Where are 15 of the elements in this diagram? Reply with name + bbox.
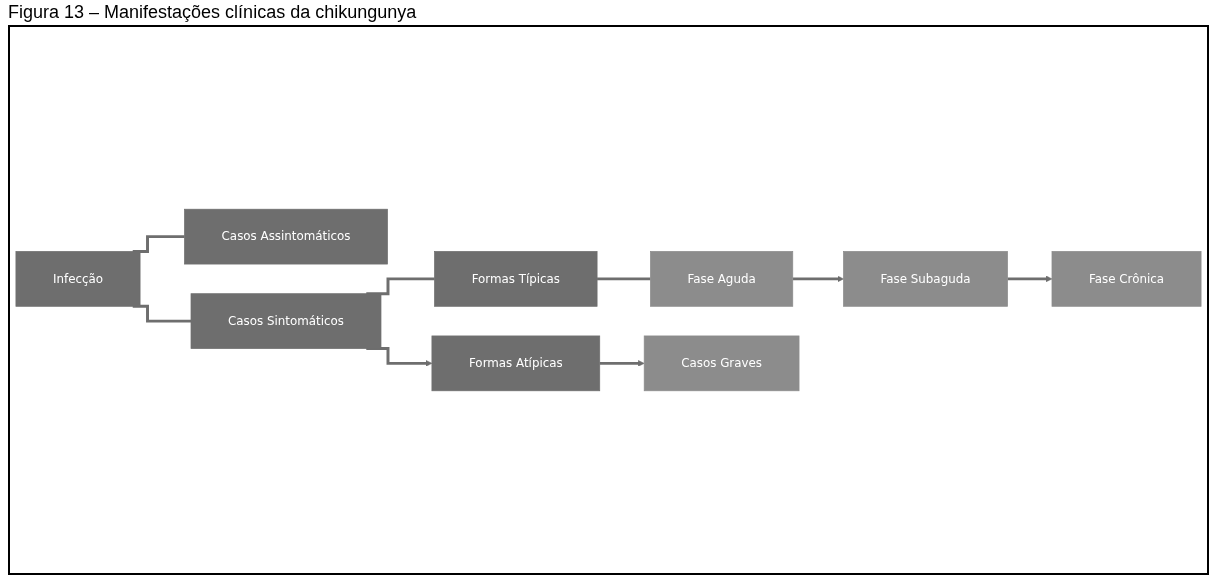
node-box [843, 251, 1008, 307]
arrow [792, 275, 844, 283]
connector [597, 277, 651, 281]
node-box [1051, 251, 1202, 307]
node-box [643, 335, 800, 392]
node-box [15, 251, 141, 307]
node-box [190, 293, 382, 349]
node-box [184, 208, 388, 265]
node-box [434, 251, 598, 307]
figure-title: Figura 13 – Manifestações clínicas da chikungunya [7, 1, 418, 24]
arrow [599, 360, 645, 367]
figure-frame: Infecção Casos Assintomáticos Casos Sintomáticos Formas Típicas Fase Aguda Fase Subaguda Fase Crônica Formas Atípicas Casos Graves [8, 25, 1209, 575]
node-box [431, 335, 601, 392]
arrow [1007, 275, 1053, 283]
node-box [650, 251, 794, 307]
